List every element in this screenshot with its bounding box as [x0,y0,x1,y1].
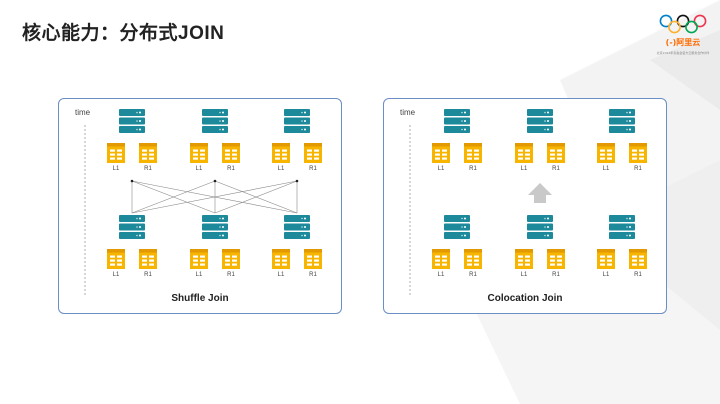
table-icon [190,249,208,269]
server-icon [527,109,553,133]
table-icon [107,143,125,163]
table-icon [547,249,565,269]
server-icon [119,109,145,133]
table-label: L1 [520,272,528,278]
table-label: R1 [309,166,317,172]
table-icon [432,249,450,269]
table-icon [515,249,533,269]
table-icon [547,143,565,163]
table-icon [629,249,647,269]
table-icon [222,249,240,269]
table-icon [304,143,322,163]
table-label: R1 [469,272,477,278]
diagram-title: Colocation Join [487,293,563,304]
shuffle-lines [130,179,299,214]
table-icon [190,143,208,163]
table-label: L1 [112,272,120,278]
table-icon [272,249,290,269]
server-icon [444,109,470,133]
table-label: R1 [634,272,642,278]
table-icon [272,143,290,163]
table-label: L1 [437,272,445,278]
table-label: R1 [552,272,560,278]
server-icon [527,215,553,239]
table-icon [304,249,322,269]
brand-tagline: 北京2022年冬奥会官方云服务合作伙伴 [657,50,710,55]
table-label: L1 [437,166,445,172]
table-icon [515,143,533,163]
table-label: L1 [195,166,203,172]
table-label: L1 [277,166,285,172]
table-label: R1 [144,272,152,278]
table-label: R1 [144,166,152,172]
server-icon [202,109,228,133]
slide-title: 核心能力：分布式JOIN [22,23,225,44]
table-icon [464,249,482,269]
server-icon [119,215,145,239]
table-label: L1 [277,272,285,278]
colocation-join-canvas [409,109,647,295]
table-label: R1 [309,272,317,278]
table-label: L1 [602,166,610,172]
diagram-title: Shuffle Join [171,293,229,304]
brand-text: (-)阿里云 [666,38,701,47]
up-arrow [528,183,552,203]
time-axis-label: time [75,108,91,117]
table-icon [139,143,157,163]
table-label: L1 [520,166,528,172]
table-label: R1 [227,166,235,172]
server-icon [609,215,635,239]
table-label: R1 [552,166,560,172]
server-icon [609,109,635,133]
table-label: R1 [469,166,477,172]
table-icon [107,249,125,269]
alibaba-cloud-olympic-logo: (-)阿里云 北京2022年冬奥会官方云服务合作伙伴 [657,14,710,55]
server-icon [202,215,228,239]
table-icon [629,143,647,163]
shuffle-join-canvas [84,109,322,295]
time-axis-label: time [400,108,416,117]
table-icon [597,249,615,269]
table-label: L1 [112,166,120,172]
table-icon [597,143,615,163]
table-label: L1 [602,272,610,278]
server-icon [284,109,310,133]
table-icon [222,143,240,163]
table-label: R1 [227,272,235,278]
table-icon [432,143,450,163]
table-icon [139,249,157,269]
table-icon [464,143,482,163]
server-icon [444,215,470,239]
server-icon [284,215,310,239]
table-label: R1 [634,166,642,172]
table-label: L1 [195,272,203,278]
